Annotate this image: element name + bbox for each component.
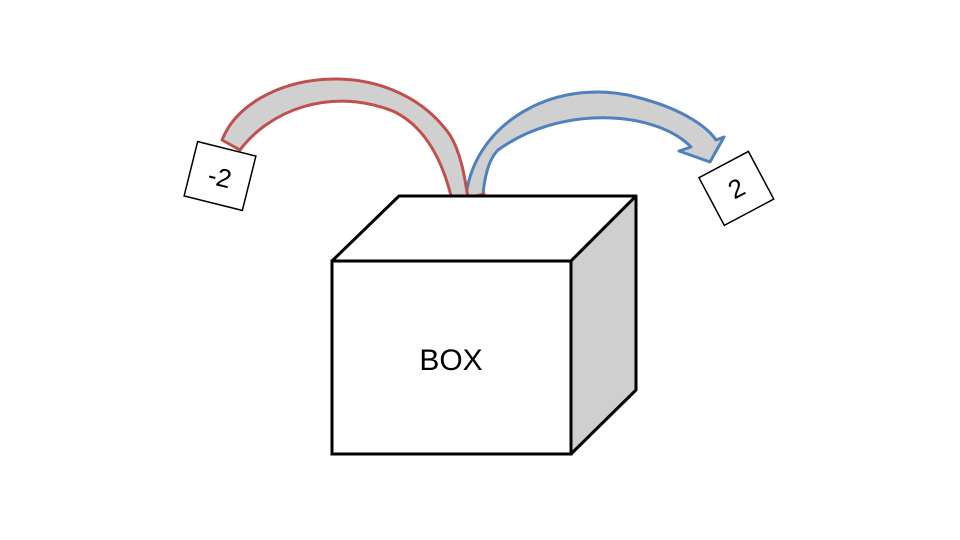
output-card-frame xyxy=(697,150,775,227)
box-label: BOX xyxy=(419,344,482,377)
output-card: 2 xyxy=(697,150,775,227)
output-arrow xyxy=(464,90,726,198)
input-card: -2 xyxy=(183,140,257,212)
box: BOX xyxy=(330,194,638,456)
input-card-frame xyxy=(183,140,257,212)
box-front-face xyxy=(330,259,573,456)
output-arrow-shape xyxy=(464,90,726,198)
